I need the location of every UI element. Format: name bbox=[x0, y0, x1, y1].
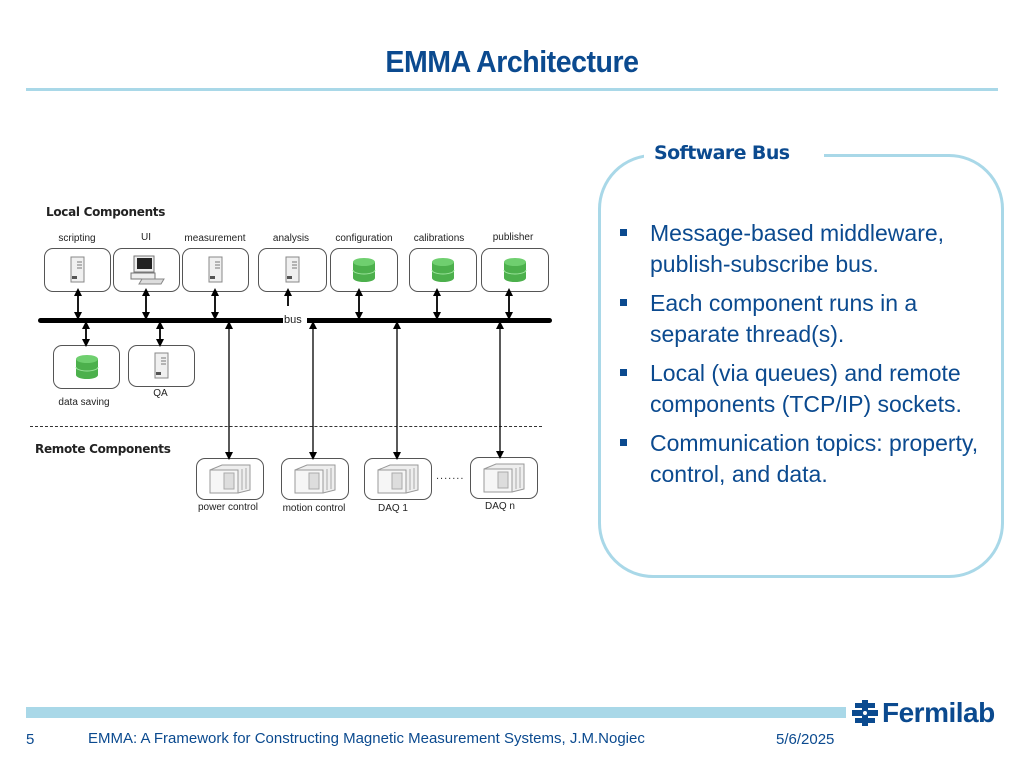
footer-bar bbox=[26, 707, 846, 718]
footer-text: EMMA: A Framework for Constructing Magne… bbox=[88, 730, 645, 747]
bullet-square-icon bbox=[620, 369, 627, 376]
component-label-analysis: analysis bbox=[272, 233, 310, 244]
database-icon bbox=[75, 355, 98, 379]
rack-hardware-icon bbox=[483, 463, 525, 493]
software-bus-bullets: Message-based middleware, publish-subscr… bbox=[620, 218, 995, 498]
bus-label: bus bbox=[284, 314, 302, 326]
component-qa bbox=[128, 345, 195, 387]
component-analysis bbox=[258, 248, 327, 292]
bullet-square-icon bbox=[620, 299, 627, 306]
component-label-power-control: power control bbox=[197, 502, 259, 513]
component-label-daq-1: DAQ 1 bbox=[377, 503, 408, 514]
database-icon bbox=[503, 258, 527, 282]
component-label-scripting: scripting bbox=[58, 233, 96, 244]
component-power-control bbox=[196, 458, 264, 500]
component-daq-n bbox=[470, 457, 538, 499]
database-icon bbox=[352, 258, 376, 282]
component-label-daq-n: DAQ n bbox=[484, 501, 515, 512]
component-daq-1 bbox=[364, 458, 432, 500]
component-configuration bbox=[330, 248, 398, 292]
component-publisher bbox=[481, 248, 549, 292]
bullet-square-icon bbox=[620, 229, 627, 236]
bullet-item: Communication topics: property, control,… bbox=[620, 428, 995, 490]
database-icon bbox=[431, 258, 455, 282]
local-remote-divider bbox=[30, 426, 542, 427]
bullet-square-icon bbox=[620, 439, 627, 446]
bullet-item: Message-based middleware, publish-subscr… bbox=[620, 218, 995, 280]
component-calibrations bbox=[409, 248, 477, 292]
more-components-ellipsis: ....... bbox=[436, 470, 465, 482]
footer-date: 5/6/2025 bbox=[776, 731, 835, 748]
component-label-configuration: configuration bbox=[335, 233, 393, 244]
title-divider bbox=[26, 88, 998, 91]
component-data-saving bbox=[53, 345, 120, 389]
component-measurement bbox=[182, 248, 249, 292]
slide-title: EMMA Architecture bbox=[385, 44, 639, 79]
server-tower-icon bbox=[285, 256, 299, 283]
component-label-motion-control: motion control bbox=[282, 503, 346, 514]
rack-hardware-icon bbox=[209, 464, 251, 494]
local-components-label: Local Components bbox=[46, 205, 166, 219]
rack-hardware-icon bbox=[377, 464, 419, 494]
component-label-data-saving: data saving bbox=[58, 397, 110, 408]
logo-text: Fermilab bbox=[882, 697, 995, 728]
component-label-ui: UI bbox=[141, 232, 151, 243]
component-label-measurement: measurement bbox=[184, 233, 246, 244]
component-label-calibrations: calibrations bbox=[413, 233, 465, 244]
panel-title: Software Bus bbox=[654, 142, 790, 164]
fermilab-logo: Fermilab bbox=[852, 697, 995, 729]
component-ui bbox=[113, 248, 180, 292]
page-number: 5 bbox=[26, 731, 35, 748]
desktop-computer-icon bbox=[130, 255, 165, 285]
component-label-qa: QA bbox=[153, 388, 168, 399]
server-tower-icon bbox=[154, 352, 168, 379]
bullet-item: Each component runs in a separate thread… bbox=[620, 288, 995, 350]
fermilab-logo-icon bbox=[852, 700, 878, 726]
rack-hardware-icon bbox=[294, 464, 336, 494]
component-label-publisher: publisher bbox=[492, 232, 534, 243]
server-tower-icon bbox=[70, 256, 84, 283]
server-tower-icon bbox=[208, 256, 222, 283]
remote-components-label: Remote Components bbox=[35, 442, 171, 456]
bullet-item: Local (via queues) and remote components… bbox=[620, 358, 995, 420]
